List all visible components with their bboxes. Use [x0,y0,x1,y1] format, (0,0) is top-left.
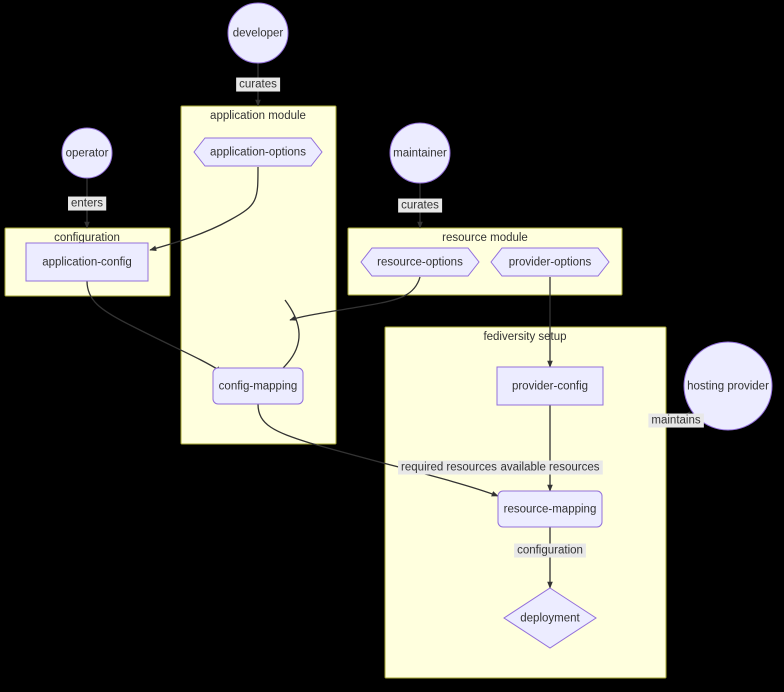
node-shape-rect[interactable] [496,366,604,406]
edge-label-provider-config-available-resources-resource-mapping: available resources [497,460,603,475]
node-shape-circle[interactable] [227,2,289,64]
node-label: application-options [210,147,306,159]
node-maintainer[interactable]: maintainer [389,122,451,184]
edge-label-background [514,543,586,558]
node-label: application-config [42,257,132,269]
cluster-label: resource module [442,232,528,244]
edge-application-config-to-config-mapping [86,280,223,373]
cluster-resource-module: resource module [347,227,623,296]
node-shape-hexagon[interactable] [193,137,323,167]
node-application-options[interactable]: application-options [193,137,323,167]
edge-application-options-to-application-config [149,166,259,251]
edge-label-background [497,460,603,475]
cluster-label: fediversity setup [483,331,566,343]
node-shape-hexagon[interactable] [360,247,480,277]
edge-label-text: configuration [517,545,583,557]
node-resource-mapping[interactable]: resource-mapping [497,490,603,528]
node-shape-round-rect[interactable] [212,367,304,405]
node-label: hosting provider [687,381,769,393]
edge-label-text: curates [239,79,277,91]
edge-label-text: curates [401,200,439,212]
node-shape-rect[interactable] [25,242,149,282]
edge-label-text: required resources [401,462,497,474]
node-label: resource-options [377,257,463,269]
node-label: provider-options [509,257,592,269]
edge-label-developer-curates-application-module: curates [236,77,281,92]
node-deployment[interactable]: deployment [503,587,597,649]
node-resource-options[interactable]: resource-options [360,247,480,277]
cluster-label: application module [210,110,306,122]
node-shape-diamond[interactable] [503,587,597,649]
node-hosting-provider[interactable]: hosting provider [683,341,773,431]
node-provider-config[interactable]: provider-config [496,366,604,406]
node-shape-circle[interactable] [61,127,113,179]
edge-resource-options-to-config-mapping [289,276,421,321]
node-label: provider-config [512,381,588,393]
edge-config-mapping-required-resources-resource-mapping [257,403,499,497]
edge-label-operator-enters-configuration: enters [68,196,107,211]
node-developer[interactable]: developer [227,2,289,64]
node-operator[interactable]: operator [61,127,113,179]
node-config-mapping[interactable]: config-mapping [212,367,304,405]
nodes-layer: developer operator maintainer hosting provi… [25,2,773,649]
cluster-box [347,227,623,296]
edge-label-config-mapping-required-resources-resource-mapping: required resources [398,460,501,475]
cluster-label: configuration [54,232,120,244]
edge-label-background [398,198,443,213]
node-shape-hexagon[interactable] [490,247,610,277]
node-shape-circle[interactable] [389,122,451,184]
edge-label-resource-mapping-configuration-deployment: configuration [514,543,586,558]
cluster-application-module: application module [180,105,337,445]
node-label: resource-mapping [504,504,597,516]
edge-label-text: available resources [500,462,599,474]
edge-label-background [68,196,107,211]
node-provider-options[interactable]: provider-options [490,247,610,277]
node-label: maintainer [393,148,447,160]
node-application-config[interactable]: application-config [25,242,149,282]
edge-label-hosting-provider-maintains-fediversity-setup: maintains [648,413,704,428]
node-shape-round-rect[interactable] [497,490,603,528]
edge-label-text: maintains [651,415,700,427]
node-shape-circle[interactable] [683,341,773,431]
edge-label-maintainer-curates-resource-module: curates [398,198,443,213]
edge-label-text: enters [71,198,103,210]
edge-label-background [398,460,501,475]
node-label: operator [66,148,109,160]
edge-label-background [648,413,704,428]
node-label: deployment [520,613,580,625]
edge-label-background [236,77,281,92]
node-label: developer [233,28,284,40]
node-label: config-mapping [219,381,298,393]
